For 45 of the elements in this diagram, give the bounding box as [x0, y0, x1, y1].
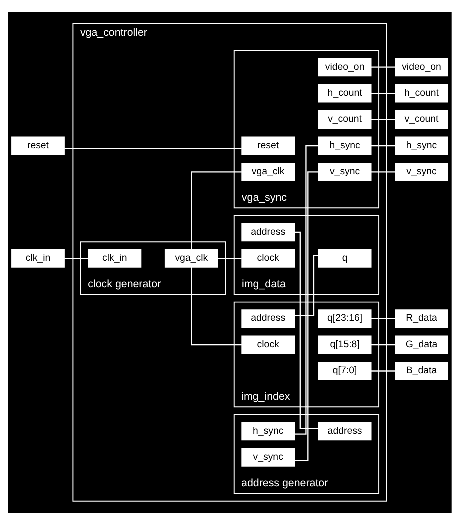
node-box: v_count [395, 110, 448, 128]
node-box: q[15:8] [318, 335, 372, 354]
connector [191, 267, 242, 346]
node-box: v_sync [242, 448, 296, 466]
node-box: q[23:16] [318, 309, 372, 328]
node-box: R_data [395, 309, 448, 328]
node-box: address [242, 309, 296, 328]
node-box: vga_clk [164, 248, 218, 268]
node-box: video_on [318, 58, 372, 76]
connector [371, 344, 396, 346]
node-box: clock [242, 335, 296, 354]
node-box: clk_in [12, 248, 65, 268]
node-box: v_sync [395, 162, 448, 181]
node-box: v_count [318, 110, 372, 128]
connector [371, 92, 396, 94]
node-box: h_sync [318, 136, 372, 155]
node-box: q [318, 248, 372, 268]
node-box: clk_in [88, 248, 142, 268]
node-box: q[7:0] [318, 362, 372, 380]
connector [218, 258, 242, 259]
node-box: clock [242, 248, 296, 268]
node-box: video_on [395, 58, 448, 76]
node-box: h_sync [242, 422, 296, 440]
connector [64, 148, 242, 149]
node-box: h_count [395, 84, 448, 102]
connector [371, 318, 396, 319]
connector [371, 144, 396, 146]
connector [64, 258, 88, 259]
connector [371, 118, 396, 120]
node-box: reset [242, 136, 296, 155]
connector [371, 66, 396, 68]
node-box: address [242, 222, 296, 242]
connector [191, 171, 242, 250]
node-box: vga_clk [242, 162, 296, 181]
connector [294, 254, 319, 316]
node-box: G_data [395, 335, 448, 354]
node-box: v_sync [318, 162, 372, 181]
node-box: h_sync [395, 136, 448, 155]
connector [371, 370, 396, 372]
node-box: reset [12, 136, 65, 155]
node-box: h_count [318, 84, 372, 102]
node-box: address [318, 422, 372, 440]
connector [294, 231, 319, 429]
node-box: B_data [395, 362, 448, 380]
connector [371, 171, 396, 172]
